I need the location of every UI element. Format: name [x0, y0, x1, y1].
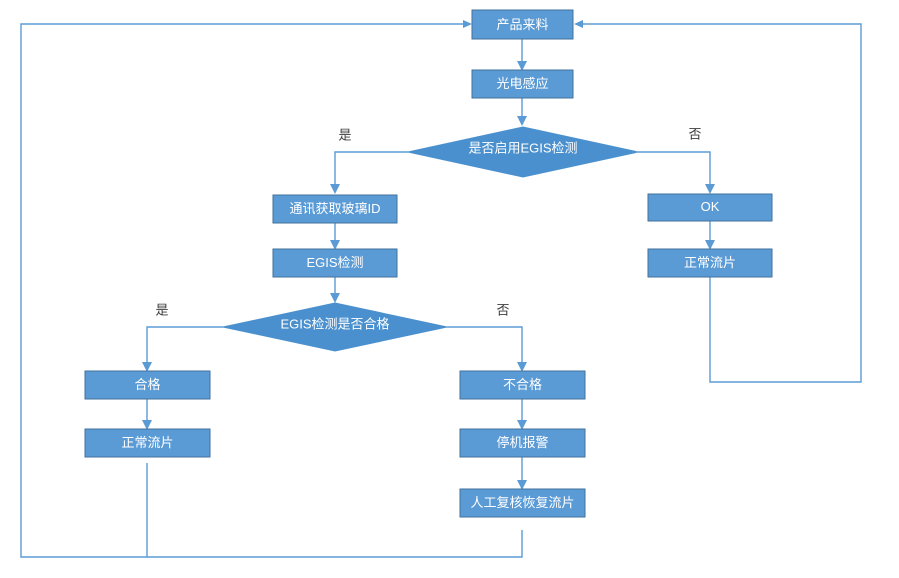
node-normal-flow-right[interactable]: 正常流片 [647, 248, 773, 278]
node-egis-pass[interactable]: EGIS检测是否合格 [222, 302, 448, 352]
connector-stop-alarm-to-manual-recheck [517, 457, 527, 490]
node-enable-egis[interactable]: 是否启用EGIS检测 [407, 126, 639, 178]
connector-enable-egis-yes [330, 151, 408, 194]
connector-manual-recheck-to-bottom-rail [147, 530, 523, 558]
connector-unqualified-to-stop-alarm [517, 398, 527, 430]
node-photo-sensor[interactable]: 光电感应 [471, 69, 574, 99]
connector-egis-inspect-to-egis-pass [330, 276, 340, 303]
connector-incoming-to-photo-sensor [517, 39, 527, 71]
connector-enable-egis-no [638, 151, 715, 194]
node-manual-recheck[interactable]: 人工复核恢复流片 [459, 488, 586, 518]
node-egis-inspect-label: EGIS检测 [306, 255, 363, 270]
node-unqualified-label: 不合格 [503, 377, 542, 392]
node-egis-pass-label: EGIS检测是否合格 [280, 316, 389, 331]
node-ok-label: OK [701, 199, 720, 214]
node-normal-flow-left[interactable]: 正常流片 [84, 428, 211, 458]
node-photo-sensor-label: 光电感应 [496, 76, 548, 91]
node-incoming[interactable]: 产品来料 [471, 9, 574, 40]
node-normal-flow-right-label: 正常流片 [684, 255, 736, 270]
edge-label-egis-pass-no: 否 [496, 302, 509, 317]
connector-photo-sensor-to-enable-egis [517, 97, 527, 126]
connector-egis-pass-no [447, 326, 527, 372]
node-qualified[interactable]: 合格 [84, 370, 211, 400]
connector-left-return-loop [20, 20, 472, 558]
node-unqualified[interactable]: 不合格 [459, 370, 586, 400]
node-get-glass-id[interactable]: 通讯获取玻璃ID [272, 194, 398, 224]
node-egis-inspect[interactable]: EGIS检测 [272, 248, 398, 278]
node-normal-flow-left-label: 正常流片 [121, 435, 173, 450]
connector-egis-pass-yes [142, 326, 223, 372]
node-qualified-label: 合格 [134, 377, 160, 392]
edge-label-enable-egis-no: 否 [688, 126, 701, 141]
edge-label-egis-pass-yes: 是 [155, 302, 168, 317]
node-get-glass-id-label: 通讯获取玻璃ID [289, 201, 380, 216]
node-enable-egis-label: 是否启用EGIS检测 [468, 140, 577, 155]
connector-right-return-loop [574, 20, 862, 383]
edge-label-enable-egis-yes: 是 [338, 127, 351, 142]
node-incoming-label: 产品来料 [496, 17, 548, 32]
node-stop-alarm[interactable]: 停机报警 [459, 428, 586, 458]
node-manual-recheck-label: 人工复核恢复流片 [470, 495, 574, 510]
connector-ok-to-normal-flow-right [705, 221, 715, 250]
node-ok[interactable]: OK [647, 193, 773, 222]
node-stop-alarm-label: 停机报警 [496, 435, 548, 450]
connector-qualified-to-normal-flow-left [142, 398, 152, 430]
connector-get-glass-id-to-egis-inspect [330, 222, 340, 250]
